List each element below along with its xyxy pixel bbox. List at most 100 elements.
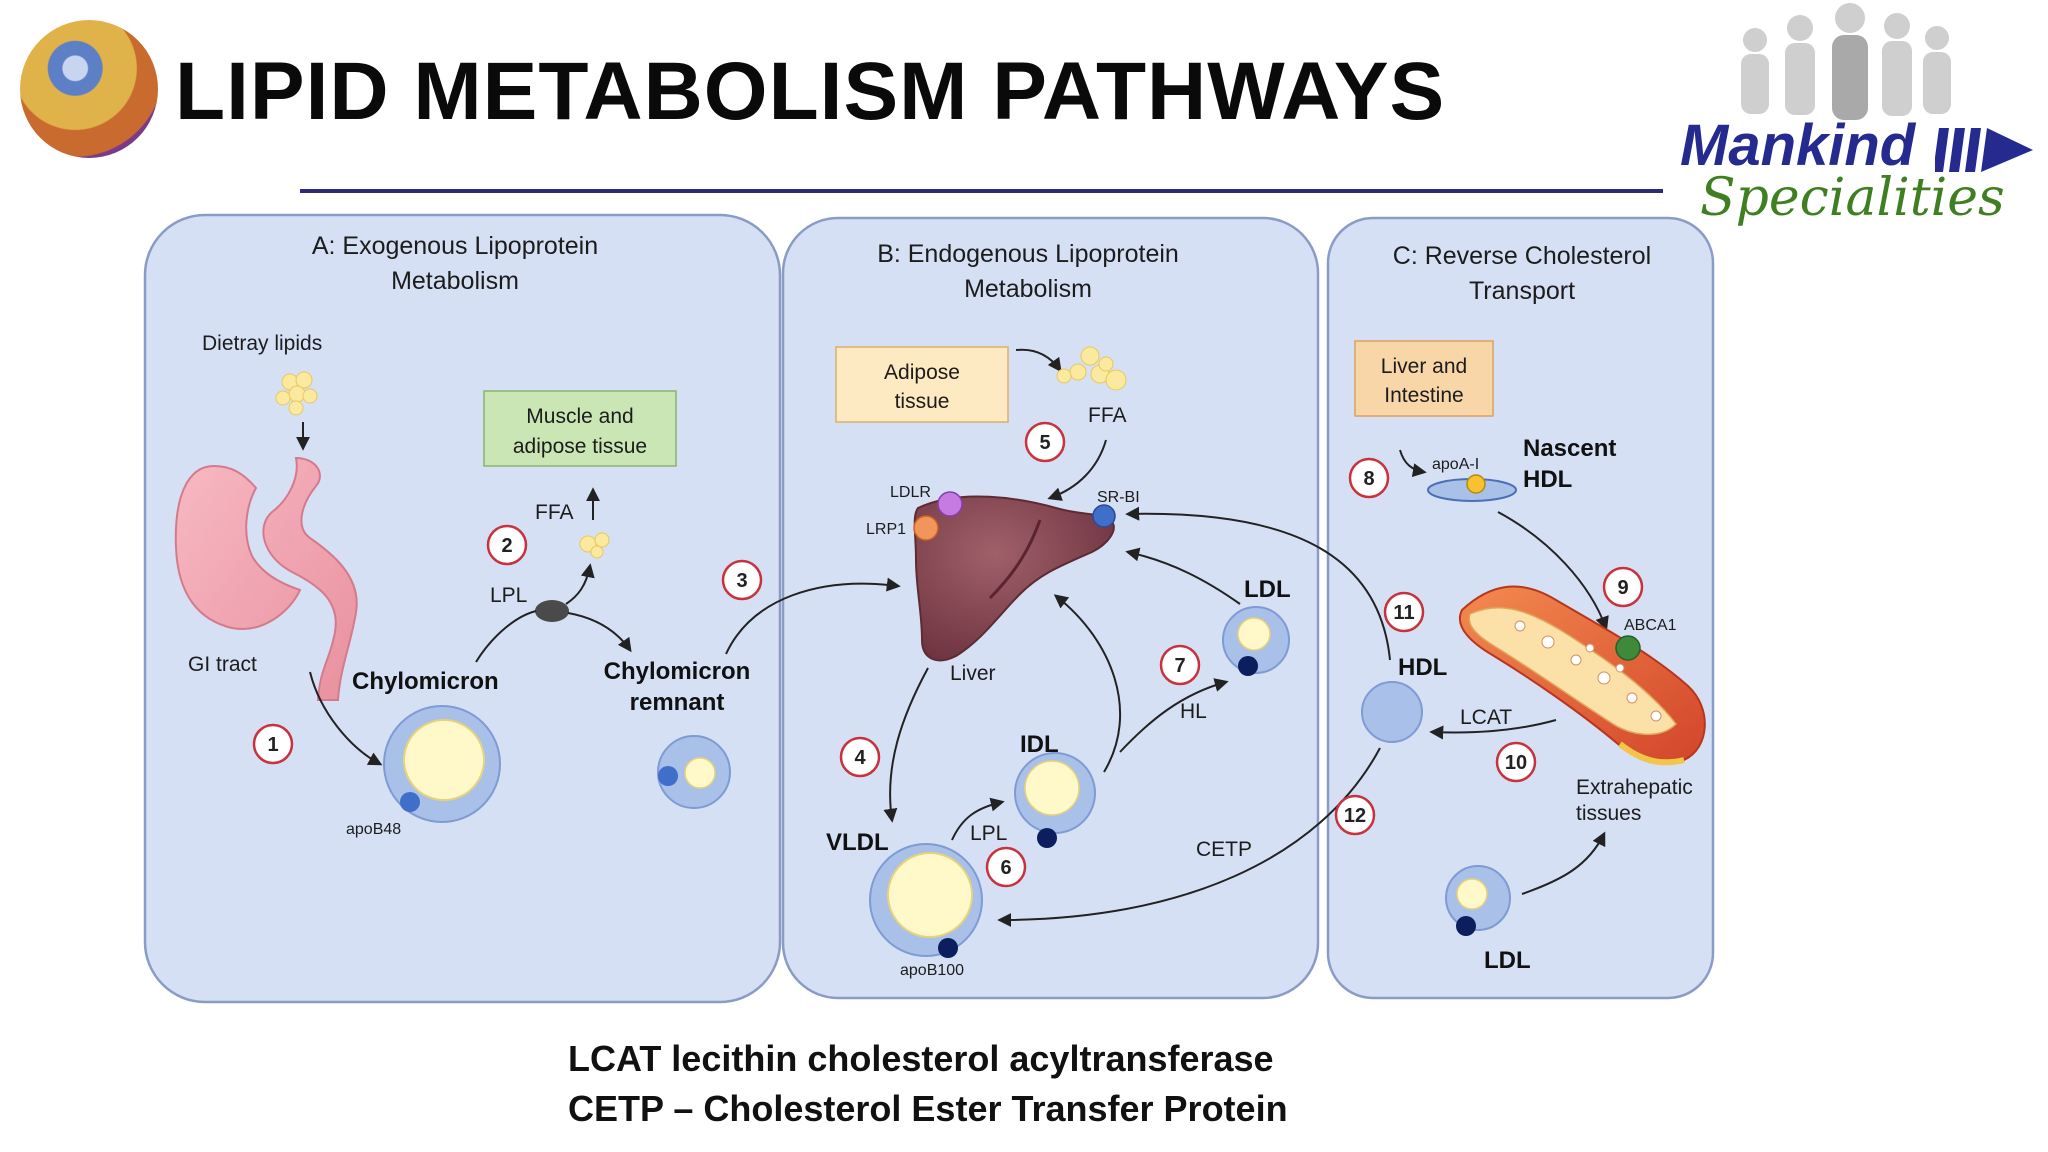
liver-intestine-to-hdl-arrow: [1399, 449, 1427, 478]
nascent-hdl-label-line1: Nascent: [1523, 435, 1616, 462]
brand-name-primary: Mankind: [1680, 113, 1916, 178]
srbi-receptor: [1092, 504, 1116, 528]
apob48-label: apoB48: [346, 821, 401, 838]
abca1-transporter: [1615, 635, 1641, 661]
ffa-label-a: FFA: [535, 501, 574, 524]
liver-intestine-box: [1354, 340, 1494, 417]
step-7: 7: [1159, 644, 1201, 686]
panel-b-title-line2: Metabolism: [964, 275, 1092, 303]
hdl-to-liver-arrow: [1125, 506, 1391, 661]
liver-lobe-line: [988, 519, 1042, 600]
apoa1-protein: [1466, 474, 1486, 494]
ldl-particle-c: [1445, 865, 1511, 936]
lpl-label-b: LPL: [970, 822, 1007, 845]
step-5: 5: [1024, 421, 1066, 463]
step-3: 3: [721, 559, 763, 601]
step-8: 8: [1348, 457, 1390, 499]
blood-vessel-extrahepatic-icon: [1459, 585, 1706, 766]
brand-name-secondary: Specialities: [1700, 168, 2005, 228]
brand-arrow-icon: [1935, 128, 2033, 172]
svg-text:10: 10: [1505, 752, 1527, 774]
chylomicron-remnant-particle: [657, 735, 731, 809]
liver-label: Liver: [950, 662, 996, 685]
vldl-label: VLDL: [826, 829, 889, 856]
svg-text:6: 6: [1000, 857, 1011, 879]
adipose-tissue-box: [835, 346, 1009, 423]
srbi-label: SR-BI: [1097, 489, 1140, 506]
lpl-enzyme-a: [535, 600, 569, 622]
nascent-hdl-to-abca1-arrow: [1497, 511, 1609, 631]
panel-a-title-line1: A: Exogenous Lipoprotein: [312, 232, 598, 260]
idl-to-liver-arrow: [1053, 594, 1121, 773]
svg-text:3: 3: [736, 570, 747, 592]
remnant-to-liver-arrow: [725, 577, 901, 655]
svg-text:11: 11: [1393, 602, 1414, 624]
lipid-droplets-icon: [275, 371, 318, 416]
muscle-adipose-box: [483, 390, 677, 467]
apoa1-label: apoA-I: [1432, 456, 1479, 473]
step-4: 4: [839, 736, 881, 778]
vldl-to-idl-arrow: [951, 797, 1005, 841]
svg-text:9: 9: [1617, 577, 1628, 599]
adipose-tissue-label-line1: Adipose: [884, 361, 960, 384]
gi-to-chylomicron-arrow: [309, 671, 383, 766]
hdl-label: HDL: [1398, 654, 1447, 681]
ffa-droplets-icon-a: [579, 532, 610, 559]
muscle-adipose-label-line1: Muscle and: [526, 405, 633, 428]
ldl-to-extrahepatic-arrow: [1521, 831, 1606, 895]
lipid-globe-logo: [20, 20, 158, 158]
chylomicron-remnant-label-line1: Chylomicron: [604, 658, 751, 685]
definition-cetp: CETP – Cholesterol Ester Transfer Protei…: [568, 1088, 1288, 1129]
vldl-particle: [869, 843, 983, 958]
lrp1-label: LRP1: [866, 521, 906, 538]
title-underline: [300, 189, 1663, 193]
svg-text:5: 5: [1039, 432, 1050, 454]
lpl-to-remnant-arrow: [567, 612, 632, 653]
svg-text:4: 4: [854, 747, 866, 769]
ffa-droplets-icon-b: [1056, 346, 1127, 391]
ldl-label-c: LDL: [1484, 947, 1531, 974]
ldlr-receptor: [937, 491, 963, 517]
adipose-tissue-label-line2: tissue: [895, 390, 950, 413]
liver-intestine-label-line1: Liver and: [1381, 355, 1467, 378]
chylomicron-particle: [383, 705, 501, 823]
dietary-lipids-label: Dietray lipids: [202, 332, 322, 355]
hl-label: HL: [1180, 700, 1207, 723]
ldlr-label: LDLR: [890, 484, 931, 501]
svg-text:2: 2: [501, 535, 512, 557]
chylomicron-label: Chylomicron: [352, 668, 499, 695]
svg-text:1: 1: [267, 734, 278, 756]
vessel-to-hdl-arrow: [1429, 719, 1557, 740]
ffa-to-liver-arrow: [1047, 439, 1107, 501]
step-11: 11: [1383, 591, 1425, 633]
panel-c-title-line1: C: Reverse Cholesterol: [1393, 242, 1651, 270]
liver-organ-icon: [913, 495, 1115, 662]
step-12: 12: [1334, 794, 1376, 836]
liver-to-vldl-arrow: [883, 667, 929, 823]
chylomicron-to-lpl-arrow: [475, 610, 537, 663]
svg-text:7: 7: [1174, 655, 1185, 677]
panel-c-title-line2: Transport: [1469, 277, 1575, 305]
nascent-hdl-label-line2: HDL: [1523, 466, 1572, 493]
svg-text:12: 12: [1344, 805, 1366, 827]
cetp-label: CETP: [1196, 838, 1252, 861]
extrahepatic-label-line2: tissues: [1576, 802, 1641, 825]
step-9: 9: [1602, 566, 1644, 608]
muscle-adipose-label-line2: adipose tissue: [513, 435, 647, 458]
definition-lcat: LCAT lecithin cholesterol acyltransferas…: [568, 1038, 1274, 1079]
step-10: 10: [1495, 741, 1537, 783]
panel-b-title-line1: B: Endogenous Lipoprotein: [877, 240, 1179, 268]
ldl-label-b: LDL: [1244, 576, 1291, 603]
ldl-to-liver-arrow: [1125, 547, 1241, 605]
step-1: 1: [252, 723, 294, 765]
apob100-label: apoB100: [900, 962, 964, 979]
ldl-particle-b: [1222, 606, 1290, 676]
adipose-to-ffa-arrow: [1015, 348, 1062, 373]
chylomicron-remnant-label-line2: remnant: [630, 689, 725, 716]
lrp1-receptor: [913, 515, 939, 541]
liver-intestine-label-line2: Intestine: [1384, 384, 1463, 407]
lcat-label: LCAT: [1460, 706, 1512, 729]
cetp-hdl-to-vldl-arrow: [997, 747, 1381, 927]
ffa-label-b: FFA: [1088, 404, 1127, 427]
